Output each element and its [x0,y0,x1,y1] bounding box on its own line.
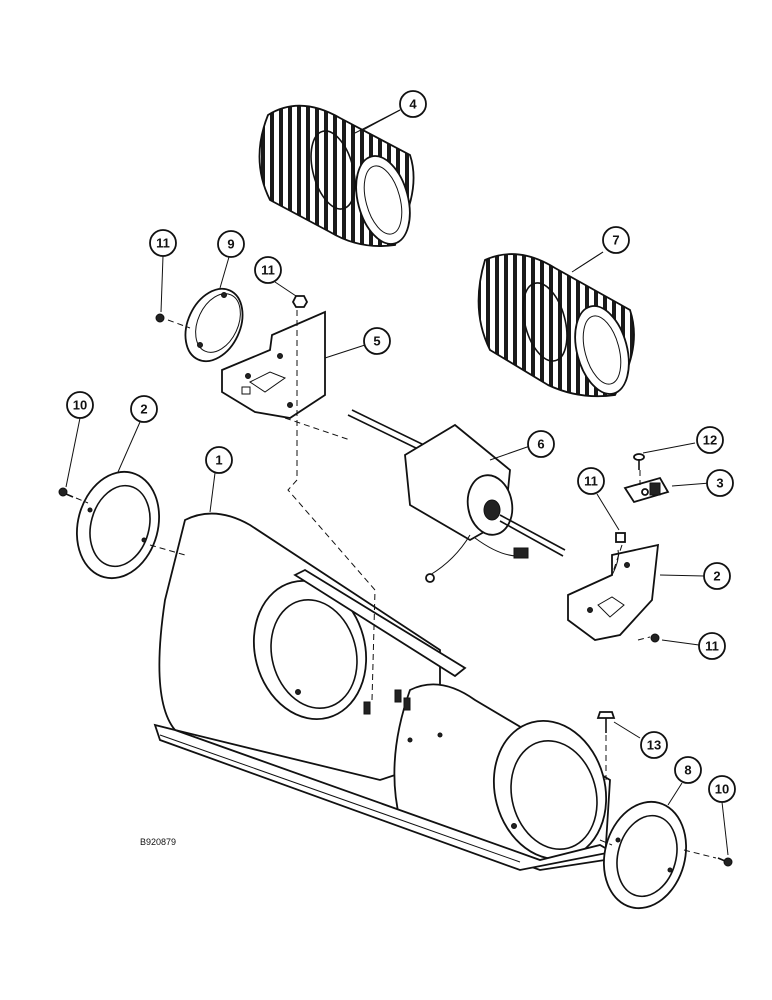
screw-10-right [717,857,733,867]
svg-text:4: 4 [409,97,417,112]
callout-10-b: 10 [708,775,736,803]
callout-9: 9 [217,230,245,258]
callout-5: 5 [363,327,391,355]
leader-lines [65,109,729,856]
callout-10-a: 10 [66,391,94,419]
nut-11-a [155,313,165,323]
callout-11-b: 11 [254,256,282,284]
svg-text:10: 10 [715,782,729,797]
svg-text:8: 8 [684,763,691,778]
svg-text:6: 6 [537,437,544,452]
blower-wheel-8 [258,104,415,247]
alignment-lines [75,310,717,859]
callout-13: 13 [640,731,668,759]
svg-text:2: 2 [713,569,720,584]
svg-text:9: 9 [227,237,234,252]
svg-text:3: 3 [716,476,723,491]
callout-2-b: 8 [674,756,702,784]
svg-text:11: 11 [705,639,719,654]
svg-text:5: 5 [373,334,380,349]
motor-bracket-5 [221,310,326,419]
callout-6: 6 [527,430,555,458]
gasket-ring-2-right [603,800,687,910]
callout-11-d: 11 [698,632,726,660]
blower-housing-1 [153,512,615,871]
svg-text:2: 2 [140,402,147,417]
svg-text:7: 7 [612,233,619,248]
callout-7: 7 [602,226,630,254]
svg-text:13: 13 [647,738,661,753]
callout-4: 3 [706,469,734,497]
svg-text:1: 1 [215,453,222,468]
callout-2-a: 2 [130,395,158,423]
mounting-ring-9 [184,287,244,363]
svg-text:10: 10 [73,398,87,413]
nut-11-c [615,532,626,543]
bolt-13 [596,711,616,733]
nut-11-d [650,633,660,643]
blower-motor-6 [347,409,566,583]
switch-bracket-3 [567,543,660,641]
svg-text:11: 11 [261,263,275,278]
screw-10-left [58,487,74,498]
callout-11-a: 11 [149,229,177,257]
callout-11-c: 11 [577,467,605,495]
svg-text:11: 11 [584,474,598,489]
nut-11-b [291,295,309,308]
blower-wheel-7 [477,251,635,398]
svg-text:11: 11 [156,236,170,251]
switch-4 [623,476,670,504]
svg-text:12: 12 [703,433,717,448]
callout-12: 12 [696,426,724,454]
callout-8: 4 [399,90,427,118]
callout-3: 2 [703,562,731,590]
callout-1: 1 [205,446,233,474]
screw-12 [633,453,645,470]
drawing-reference: B920879 [140,837,176,847]
gasket-ring-2-left [76,470,160,580]
